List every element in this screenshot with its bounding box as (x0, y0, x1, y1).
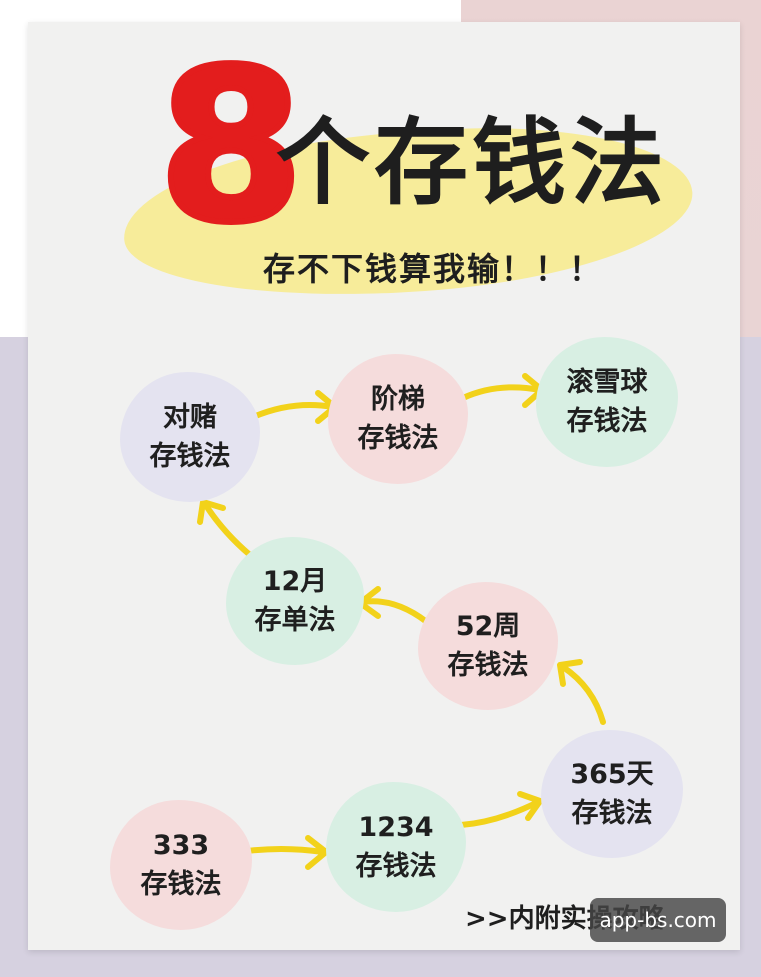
node-1234-line2: 存钱法 (355, 851, 437, 882)
arrow-duidu-to-jieti (250, 401, 336, 420)
node-duidu: 对赌 存钱法 (120, 372, 260, 502)
node-gunxueqiu: 滚雪球 存钱法 (536, 337, 678, 467)
arrow-head-365-to-52 (557, 659, 583, 687)
node-gunxueqiu-line1: 滚雪球 (566, 366, 648, 398)
node-12-month: 12月 存单法 (226, 537, 364, 665)
arrow-365-to-52 (560, 664, 606, 725)
node-52-week-line2: 存钱法 (447, 650, 529, 681)
node-1234-line1: 1234 (358, 811, 434, 843)
node-12-month-line1: 12月 (262, 565, 328, 597)
node-jieti-line2: 存钱法 (357, 423, 439, 454)
node-333-line2: 存钱法 (140, 869, 222, 900)
node-365-day-line1: 365天 (570, 758, 654, 790)
node-333: 333 存钱法 (110, 800, 252, 930)
page-title: 个存钱法 (276, 109, 669, 218)
node-1234: 1234 存钱法 (326, 782, 466, 912)
node-jieti-line1: 阶梯 (371, 383, 425, 415)
node-52-week-line1: 52周 (455, 610, 521, 642)
arrow-jieti-to-gunxueqiu (460, 384, 543, 401)
node-jieti: 阶梯 存钱法 (328, 354, 468, 484)
node-gunxueqiu-line2: 存钱法 (566, 406, 648, 437)
node-12-month-line2: 存单法 (254, 605, 336, 636)
node-duidu-line2: 存钱法 (149, 441, 231, 472)
node-365-day-line2: 存钱法 (571, 798, 653, 829)
watermark-badge: app-bs.com (590, 898, 726, 942)
arrow-head-12-to-duidu (197, 499, 226, 525)
arrow-12-to-duidu (202, 501, 253, 558)
node-333-line1: 333 (152, 829, 210, 861)
title-number: 8 (155, 24, 307, 269)
poster-card: 8 个存钱法 存不下钱算我输！！！ 对赌 (28, 22, 740, 950)
arrow-head-1234-to-365 (517, 791, 543, 821)
node-duidu-line1: 对赌 (163, 401, 217, 433)
arrow-1234-to-365 (458, 799, 541, 828)
node-365-day: 365天 存钱法 (541, 730, 683, 858)
node-52-week: 52周 存钱法 (418, 582, 558, 710)
page-subtitle: 存不下钱算我输！！！ (263, 250, 604, 288)
